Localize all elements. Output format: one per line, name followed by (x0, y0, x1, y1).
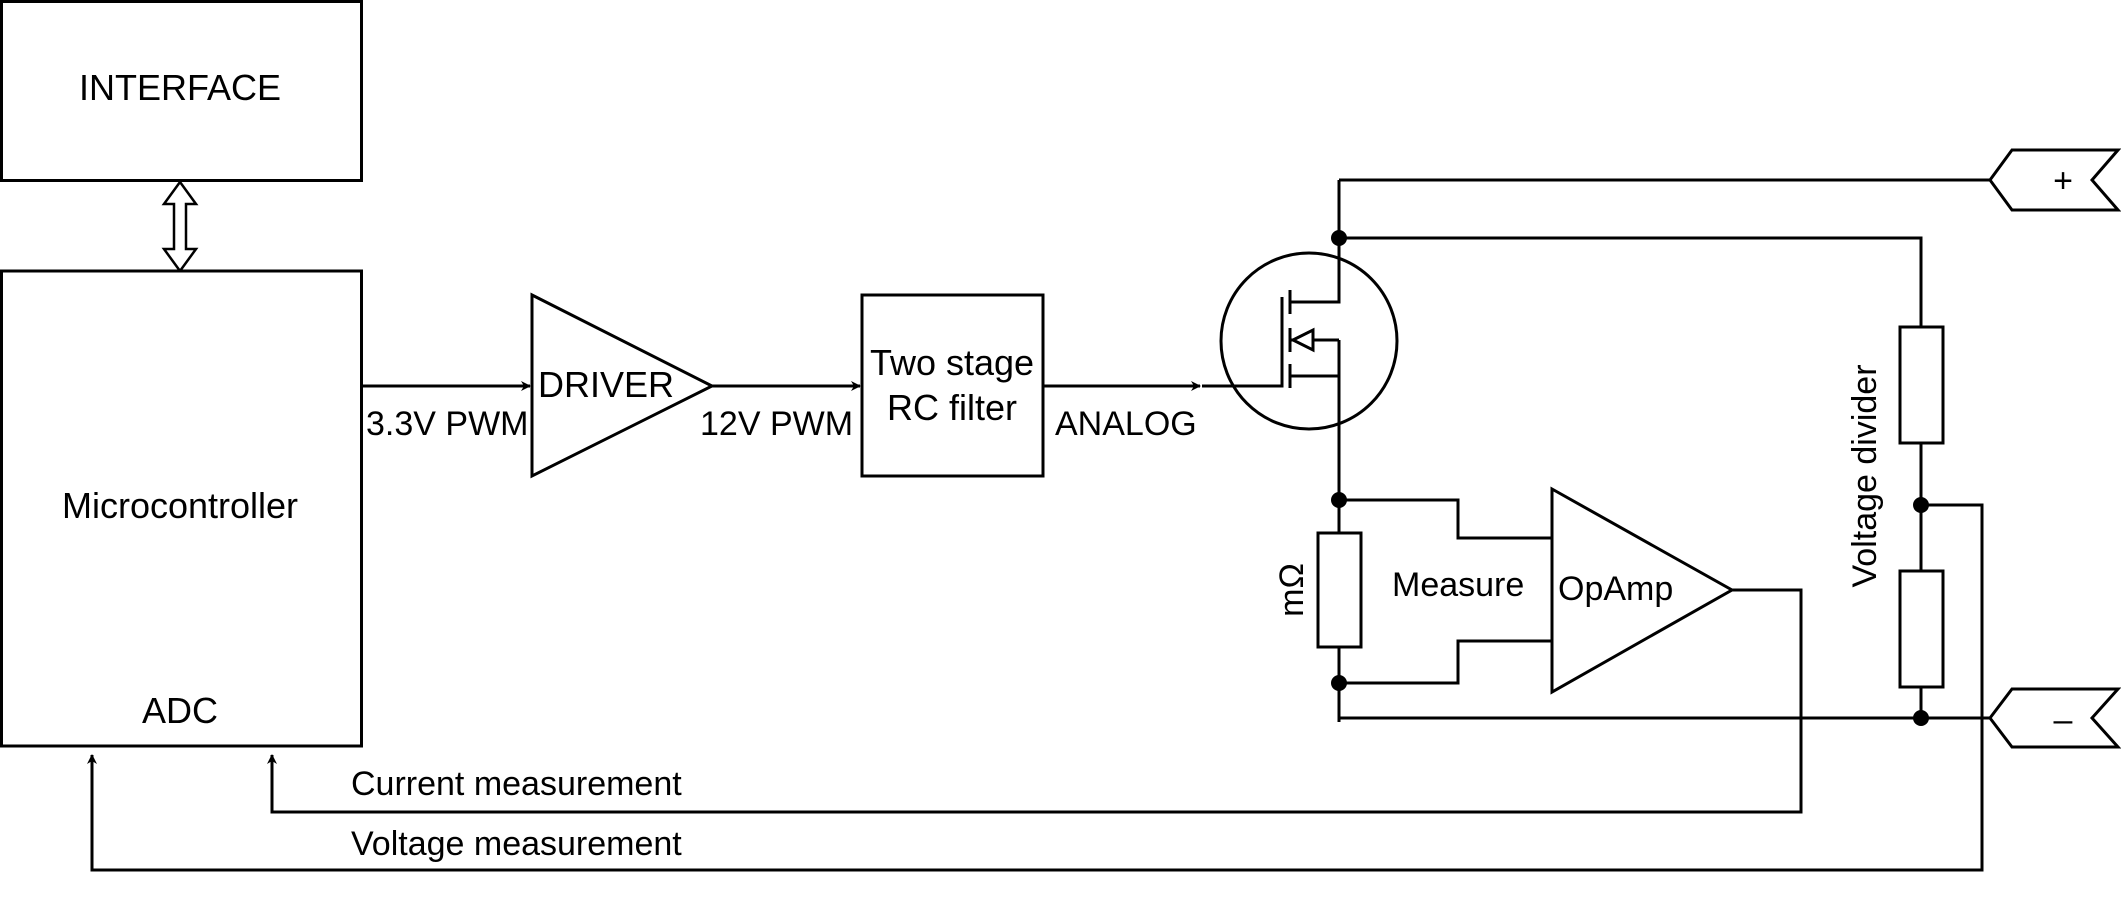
positive-terminal: + (1988, 148, 2121, 212)
interface-label: INTERFACE (79, 67, 281, 108)
positive-terminal-label: + (2053, 162, 2073, 200)
pwm-33-label: 3.3V PWM (366, 405, 528, 443)
voltage-divider: Voltage divider (1846, 325, 1945, 726)
opamp-label: OpAmp (1558, 570, 1673, 608)
measure-label: Measure (1392, 566, 1524, 604)
microcontroller-block: Microcontroller ADC (0, 269, 363, 748)
negative-terminal: – (1988, 687, 2121, 749)
current-measurement-label: Current measurement (351, 765, 682, 803)
shunt-resistor: mΩ (1273, 492, 1363, 722)
opamp-block: OpAmp (1550, 486, 1736, 695)
driver-label: DRIVER (538, 364, 674, 405)
voltage-measurement-label: Voltage measurement (351, 825, 682, 863)
voltage-divider-label: Voltage divider (1846, 364, 1884, 587)
mosfet-symbol (1202, 180, 1399, 500)
shunt-label: mΩ (1273, 563, 1311, 617)
rc-filter-label-line1: Two stage (870, 342, 1034, 383)
pwm-12-label: 12V PWM (700, 405, 853, 443)
rc-filter-label-line2: RC filter (887, 387, 1017, 428)
adc-label: ADC (142, 690, 218, 731)
rc-filter-block: Two stage RC filter (860, 293, 1045, 478)
bidirectional-bus-arrow (161, 179, 199, 274)
analog-label: ANALOG (1055, 405, 1197, 443)
current-measurement-wire (267, 588, 1803, 814)
interface-block: INTERFACE (0, 0, 363, 182)
voltage-measurement-wire (87, 503, 1984, 872)
opamp-input-minus-wire (1339, 639, 1552, 685)
opamp-input-plus-wire (1339, 498, 1552, 540)
microcontroller-label: Microcontroller (62, 485, 298, 526)
negative-terminal-label: – (2054, 701, 2073, 739)
divider-top-wire (1339, 236, 1923, 327)
driver-block: DRIVER (530, 292, 716, 479)
